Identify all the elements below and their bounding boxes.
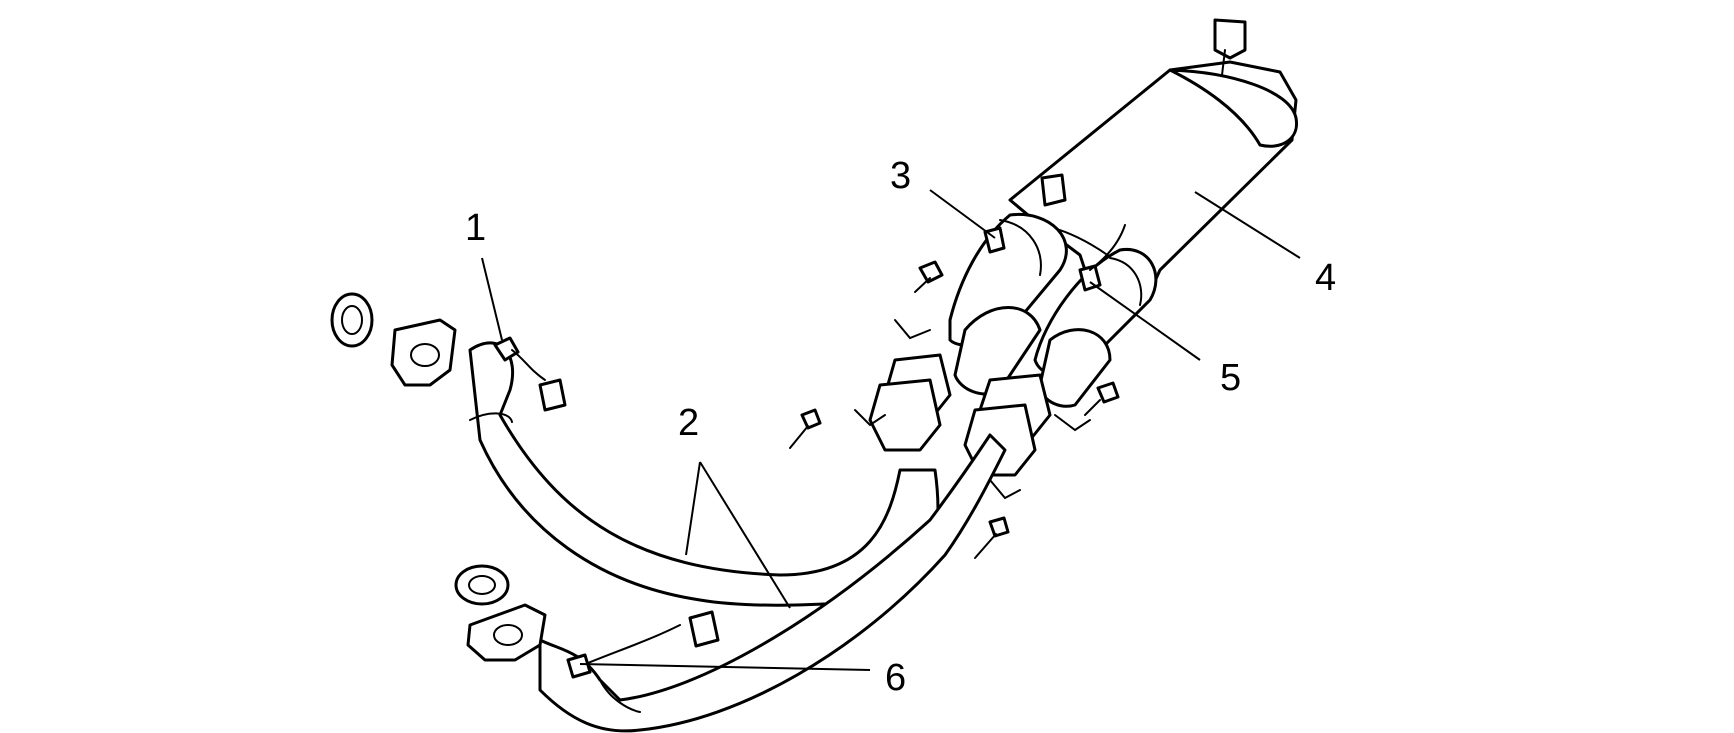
bolt-icon [974,516,1010,559]
callout-3: 3 [890,155,911,197]
leader-lines [481,189,1301,671]
leader-line-2a [685,461,701,556]
upper-gasket [330,292,374,348]
oxygen-sensor-6 [566,610,720,679]
flange-bolts [789,260,1120,559]
leader-line-4 [1194,191,1301,259]
bolt-alignment-lines [854,319,1091,500]
oxygen-sensor-1 [493,336,567,412]
leader-line-2b [699,461,791,609]
callout-5: 5 [1220,357,1241,399]
bolt-icon [914,260,944,293]
upper-exhaust-flange [390,318,457,387]
leader-line-3 [929,189,996,239]
callout-1: 1 [465,207,486,249]
leader-line-1 [481,257,503,341]
bolt-icon [1084,381,1120,416]
oxygen-sensor-5 [1078,224,1126,292]
lower-exhaust-flange [466,603,547,662]
muffler [1008,18,1298,302]
lower-front-pipe [538,433,1007,733]
callout-2: 2 [678,402,699,444]
callout-6: 6 [885,657,906,699]
bolt-icon [789,408,822,449]
leader-line-6 [579,663,871,671]
lower-gasket [454,564,510,606]
leader-line-5 [1089,281,1201,361]
converter-flanges [868,353,1052,477]
upper-front-pipe [468,341,940,607]
callout-4: 4 [1315,257,1336,299]
catalytic-converters [948,212,1158,408]
